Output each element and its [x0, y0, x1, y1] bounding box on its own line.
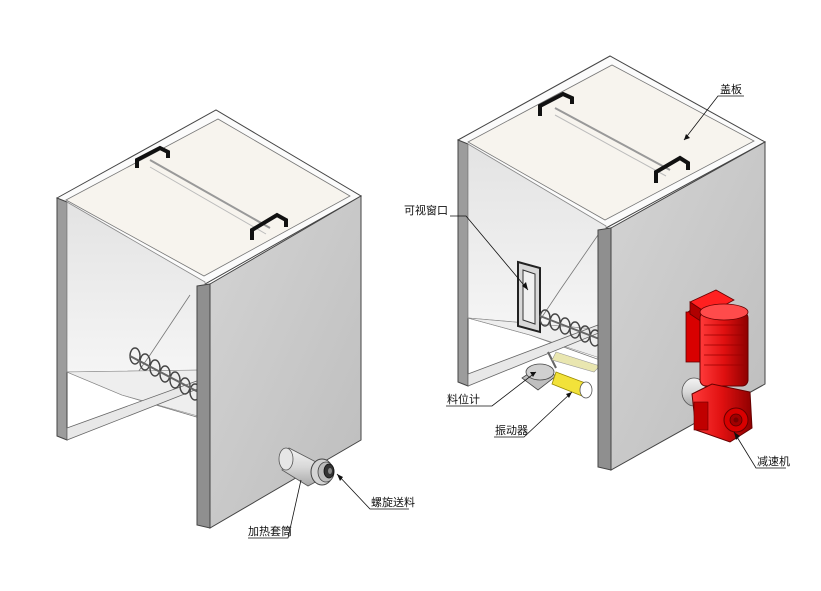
callout-vibrator: 振动器	[494, 391, 573, 438]
callout-reducer: 减速机	[733, 431, 790, 469]
label-screw-feed: 螺旋送料	[371, 495, 415, 509]
label-reducer: 减速机	[757, 454, 790, 468]
label-level-meter: 料位计	[447, 392, 480, 406]
left-heating-sleeve	[278, 447, 335, 487]
label-vibrator: 振动器	[495, 423, 528, 437]
left-hopper-front-panel	[209, 195, 362, 529]
right-sight-window[interactable]	[517, 260, 541, 334]
left-lid-handle-back	[135, 145, 170, 168]
callout-level-meter: 料位计	[446, 371, 537, 407]
left-hopper-left-panel	[56, 197, 68, 441]
label-lid: 盖板	[720, 82, 742, 96]
label-heating-sleeve: 加热套筒	[248, 524, 292, 538]
right-vibrator	[551, 351, 601, 399]
right-hopper: 盖板 可视窗口 料位计 振动器 减速机	[404, 55, 790, 471]
right-gear-motor[interactable]	[681, 289, 753, 443]
callout-sight-window: 可视窗口	[404, 203, 529, 291]
right-lid-handle-front	[654, 155, 690, 183]
right-hopper-left-panel	[457, 139, 469, 387]
callout-lid: 盖板	[683, 82, 744, 141]
right-lid-handle-back	[538, 91, 574, 116]
left-screw-conveyor	[129, 347, 203, 401]
left-hopper: 加热套筒 螺旋送料	[55, 109, 415, 539]
callout-screw-feed: 螺旋送料	[336, 473, 415, 510]
left-lid-handle-front	[250, 212, 288, 240]
callout-heating-sleeve: 加热套筒	[248, 479, 302, 539]
label-sight-window: 可视窗口	[404, 203, 448, 217]
